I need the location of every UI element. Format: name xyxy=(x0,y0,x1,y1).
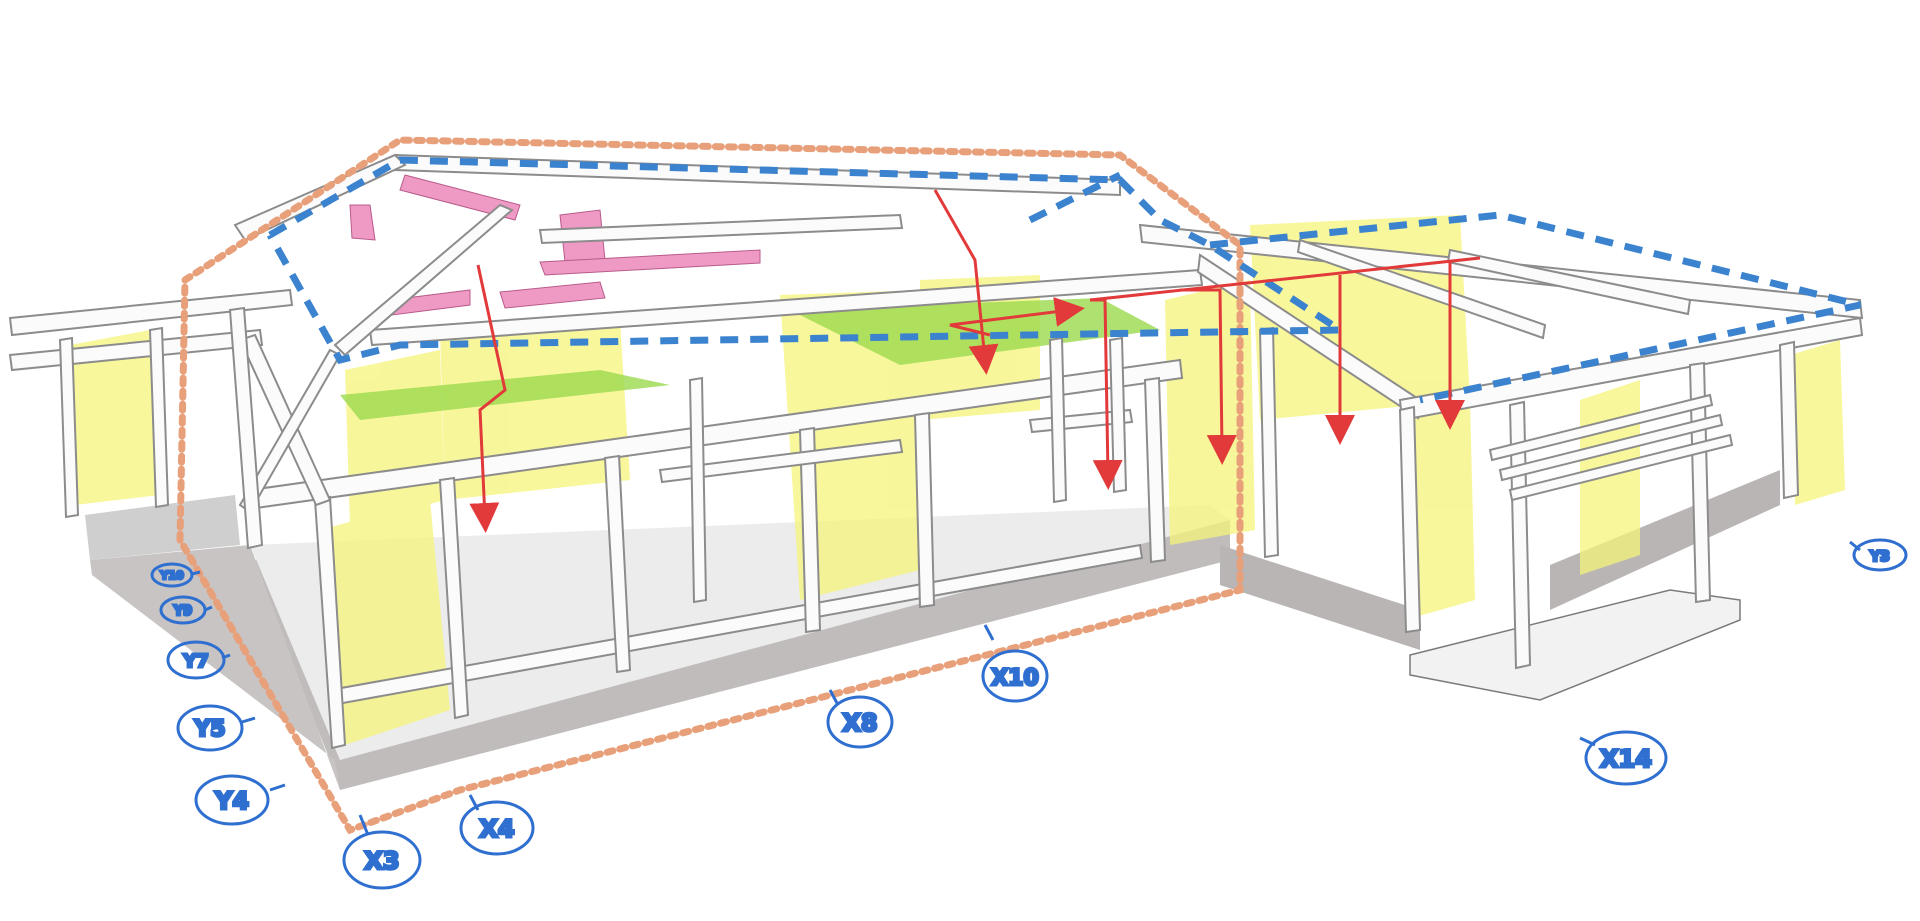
foundation-left-side xyxy=(90,545,340,790)
pergola-slat-3 xyxy=(1508,433,1734,502)
left-wing-post-1 xyxy=(58,336,80,519)
roof-member-2 xyxy=(349,204,376,241)
grid-bubble-x8: X8 xyxy=(826,689,894,749)
roof-member-1 xyxy=(399,174,521,221)
grid-label-y10: Y10 xyxy=(159,569,184,582)
grid-bubble-x14: X14 xyxy=(1579,730,1668,786)
grid-bubble-y9: Y9 xyxy=(159,595,213,625)
grid-bubble-x10: X10 xyxy=(981,624,1049,703)
grid-bubble-x4: X4 xyxy=(459,794,535,856)
left-wing-post-2 xyxy=(148,326,170,509)
roof-rafter-diagonal xyxy=(333,203,514,357)
load-arrow-1 xyxy=(469,264,507,533)
roof-diaphragm-boundary-main xyxy=(266,156,1352,365)
grid-label-y7: Y7 xyxy=(182,651,209,672)
ground-floor-boundary xyxy=(176,136,1244,835)
load-arrow-3 xyxy=(949,296,1085,337)
load-arrow-2 xyxy=(933,189,999,375)
entry-platform xyxy=(1409,589,1741,701)
timber-frame xyxy=(8,153,1864,750)
wing-roof-rafter-2 xyxy=(1446,248,1692,316)
left-end-post xyxy=(228,306,264,550)
left-wing-top-plate xyxy=(8,288,294,337)
roof-eave-beam-front xyxy=(368,268,1204,347)
grid-bubble-y10: Y10 xyxy=(150,562,201,588)
roof-member-6 xyxy=(539,249,761,276)
roof-member-4 xyxy=(499,281,606,309)
roof-rafter-mid xyxy=(538,213,904,245)
left-brace-1 xyxy=(238,333,332,507)
pergola-slat-2 xyxy=(1498,413,1724,482)
grid-bubble-y3: Y3 xyxy=(1849,538,1908,572)
shear-wall-reentrant xyxy=(1165,280,1255,545)
load-path-arrows xyxy=(469,189,1481,533)
grid-bubble-x3: X3 xyxy=(342,814,422,890)
grid-bubble-y4: Y4 xyxy=(194,774,286,826)
front-post-3 xyxy=(603,454,632,674)
diaphragm-left xyxy=(340,370,670,420)
grid-label-x14: X14 xyxy=(1600,745,1652,773)
shear-wall-corner-back xyxy=(345,350,445,525)
roof-diaphragm-boundary-wing xyxy=(1209,211,1861,404)
wing-post-2 xyxy=(1398,405,1422,634)
grid-label-y3: Y3 xyxy=(1869,549,1890,565)
interior-frame-1 xyxy=(658,438,904,484)
load-collector xyxy=(1089,256,1481,302)
wing-roof-rafter-1 xyxy=(1296,238,1547,340)
interior-post-2 xyxy=(1048,336,1068,504)
shear-wall-left-wing xyxy=(70,330,160,505)
grid-bubble-y5: Y5 xyxy=(176,704,256,752)
grid-label-x10: X10 xyxy=(991,666,1039,691)
foundation-far-right xyxy=(1550,470,1780,610)
interior-post-1 xyxy=(688,376,708,604)
interior-post-3 xyxy=(1108,336,1128,494)
grid-label-y5: Y5 xyxy=(193,717,225,742)
foundation-right-wing xyxy=(1220,545,1420,650)
pergola-slat-1 xyxy=(1488,393,1714,462)
roof-diaphragm-boundary-upper xyxy=(1028,171,1122,224)
grid-bubble-y7: Y7 xyxy=(166,640,231,680)
front-post-6 xyxy=(1143,376,1167,564)
grid-label-y4: Y4 xyxy=(214,787,249,815)
grid-bubbles: X3 X4 X8 X10 X14 Y4 xyxy=(150,538,1908,890)
grid-label-x4: X4 xyxy=(479,815,514,843)
front-post-4 xyxy=(798,426,822,634)
grid-label-x8: X8 xyxy=(842,709,877,737)
front-post-2 xyxy=(438,476,470,720)
front-post-5 xyxy=(913,411,936,609)
left-wing-base xyxy=(85,495,240,560)
wing-post-5 xyxy=(1778,340,1800,500)
grid-label-x3: X3 xyxy=(364,847,399,875)
floor-slab-main xyxy=(250,505,1230,760)
shear-wall-far-right xyxy=(1790,340,1845,505)
roof-members-highlight xyxy=(349,174,761,316)
grid-label-y9: Y9 xyxy=(173,604,192,619)
